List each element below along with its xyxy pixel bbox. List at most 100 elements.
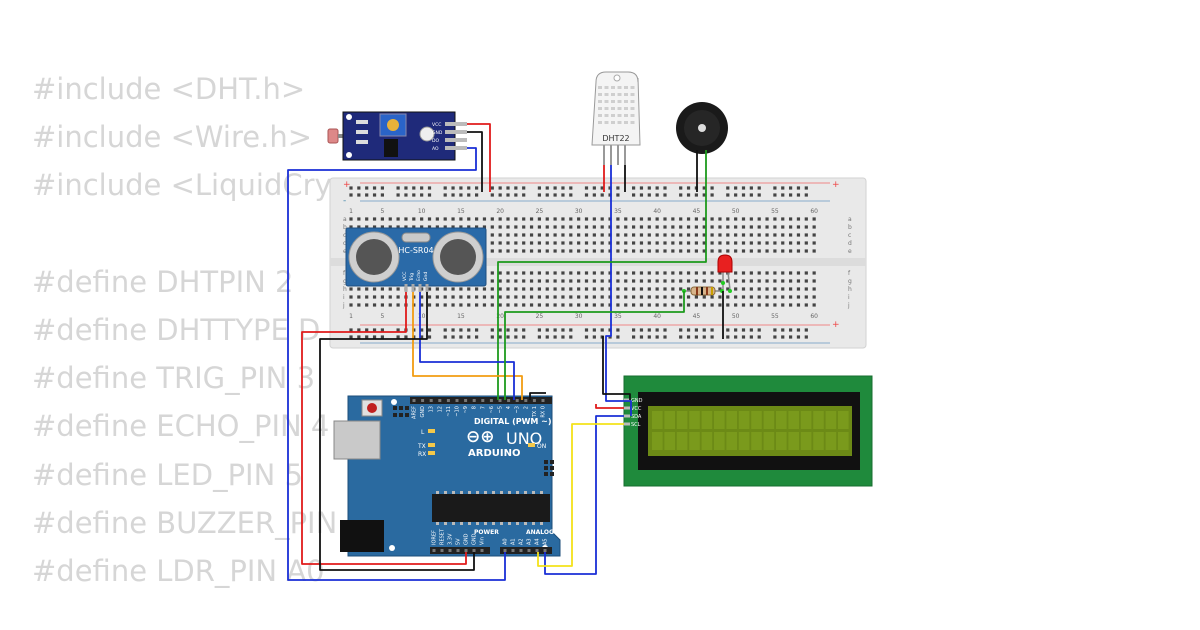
breadboard-hole[interactable] [475, 225, 479, 229]
breadboard-hole[interactable] [616, 271, 620, 275]
breadboard-hole[interactable] [553, 249, 557, 253]
breadboard-hole[interactable] [388, 303, 392, 307]
breadboard-hole[interactable] [804, 249, 808, 253]
breadboard-hole[interactable] [498, 295, 502, 299]
breadboard-hole[interactable] [686, 279, 691, 283]
breadboard-hole[interactable] [765, 303, 769, 307]
breadboard-hole[interactable] [734, 271, 738, 275]
breadboard-hole[interactable] [372, 287, 377, 291]
breadboard-hole[interactable] [655, 303, 659, 307]
breadboard-hole[interactable] [443, 328, 447, 332]
breadboard-hole[interactable] [789, 328, 793, 332]
breadboard-hole[interactable] [608, 287, 612, 291]
breadboard-hole[interactable] [773, 193, 777, 197]
breadboard-hole[interactable] [584, 233, 589, 237]
breadboard-hole[interactable] [647, 335, 651, 339]
breadboard-hole[interactable] [435, 217, 439, 221]
header-pin[interactable] [448, 549, 452, 552]
breadboard-hole[interactable] [372, 328, 377, 332]
breadboard-hole[interactable] [655, 279, 659, 283]
breadboard-hole[interactable] [789, 335, 793, 339]
breadboard-hole[interactable] [639, 303, 644, 307]
breadboard-hole[interactable] [506, 186, 510, 190]
breadboard-hole[interactable] [522, 279, 526, 283]
breadboard-hole[interactable] [686, 335, 691, 339]
breadboard-hole[interactable] [694, 249, 698, 253]
ultrasonic-pin[interactable] [404, 284, 408, 292]
header-pin[interactable] [412, 399, 416, 402]
breadboard-hole[interactable] [671, 241, 675, 245]
breadboard-hole[interactable] [349, 287, 353, 291]
header-pin[interactable] [456, 549, 460, 552]
breadboard-hole[interactable] [569, 241, 573, 245]
breadboard-hole[interactable] [420, 303, 424, 307]
breadboard-hole[interactable] [632, 279, 636, 283]
ldr-pin[interactable] [445, 130, 467, 134]
breadboard-hole[interactable] [796, 217, 801, 221]
breadboard-hole[interactable] [537, 303, 541, 307]
breadboard-hole[interactable] [545, 271, 549, 275]
breadboard-hole[interactable] [616, 249, 620, 253]
breadboard-hole[interactable] [365, 287, 369, 291]
breadboard-hole[interactable] [577, 217, 581, 221]
breadboard-hole[interactable] [765, 279, 769, 283]
breadboard-hole[interactable] [718, 295, 722, 299]
breadboard-hole[interactable] [749, 241, 753, 245]
breadboard-hole[interactable] [490, 335, 494, 339]
breadboard-hole[interactable] [781, 279, 785, 283]
breadboard-hole[interactable] [372, 295, 377, 299]
breadboard-hole[interactable] [608, 241, 612, 245]
breadboard-hole[interactable] [702, 241, 706, 245]
breadboard-hole[interactable] [639, 241, 644, 245]
breadboard-hole[interactable] [694, 328, 698, 332]
breadboard-hole[interactable] [522, 186, 526, 190]
breadboard-hole[interactable] [435, 303, 439, 307]
breadboard-hole[interactable] [694, 193, 698, 197]
breadboard-hole[interactable] [569, 233, 573, 237]
breadboard-hole[interactable] [718, 271, 722, 275]
breadboard-hole[interactable] [789, 233, 793, 237]
breadboard-hole[interactable] [553, 233, 557, 237]
breadboard-hole[interactable] [404, 193, 408, 197]
breadboard-hole[interactable] [427, 328, 432, 332]
breadboard-hole[interactable] [671, 271, 675, 275]
breadboard-hole[interactable] [686, 271, 691, 275]
breadboard-hole[interactable] [600, 225, 604, 229]
breadboard-hole[interactable] [694, 279, 698, 283]
breadboard-hole[interactable] [412, 225, 416, 229]
breadboard-hole[interactable] [459, 225, 463, 229]
breadboard-hole[interactable] [639, 271, 644, 275]
breadboard-hole[interactable] [655, 271, 659, 275]
breadboard-hole[interactable] [757, 217, 761, 221]
breadboard-hole[interactable] [741, 217, 746, 221]
breadboard-hole[interactable] [616, 335, 620, 339]
breadboard-hole[interactable] [812, 249, 816, 253]
breadboard-hole[interactable] [726, 186, 730, 190]
breadboard-hole[interactable] [427, 335, 432, 339]
breadboard-hole[interactable] [749, 217, 753, 221]
lcd-pin[interactable] [624, 422, 630, 426]
breadboard-hole[interactable] [451, 287, 455, 291]
breadboard-hole[interactable] [372, 335, 377, 339]
breadboard-hole[interactable] [459, 335, 463, 339]
breadboard-hole[interactable] [498, 249, 502, 253]
breadboard-hole[interactable] [388, 225, 392, 229]
breadboard-hole[interactable] [789, 271, 793, 275]
breadboard-hole[interactable] [380, 303, 384, 307]
breadboard-hole[interactable] [773, 233, 777, 237]
breadboard-hole[interactable] [522, 249, 526, 253]
breadboard-hole[interactable] [663, 295, 667, 299]
breadboard-hole[interactable] [781, 225, 785, 229]
breadboard-hole[interactable] [765, 271, 769, 275]
breadboard-hole[interactable] [686, 249, 691, 253]
breadboard-hole[interactable] [561, 279, 565, 283]
breadboard-hole[interactable] [710, 193, 714, 197]
breadboard-hole[interactable] [632, 303, 636, 307]
breadboard-hole[interactable] [443, 225, 447, 229]
breadboard-hole[interactable] [592, 217, 596, 221]
breadboard-hole[interactable] [584, 241, 589, 245]
breadboard-hole[interactable] [427, 295, 432, 299]
breadboard-hole[interactable] [584, 225, 589, 229]
breadboard-hole[interactable] [592, 233, 596, 237]
breadboard-hole[interactable] [475, 295, 479, 299]
